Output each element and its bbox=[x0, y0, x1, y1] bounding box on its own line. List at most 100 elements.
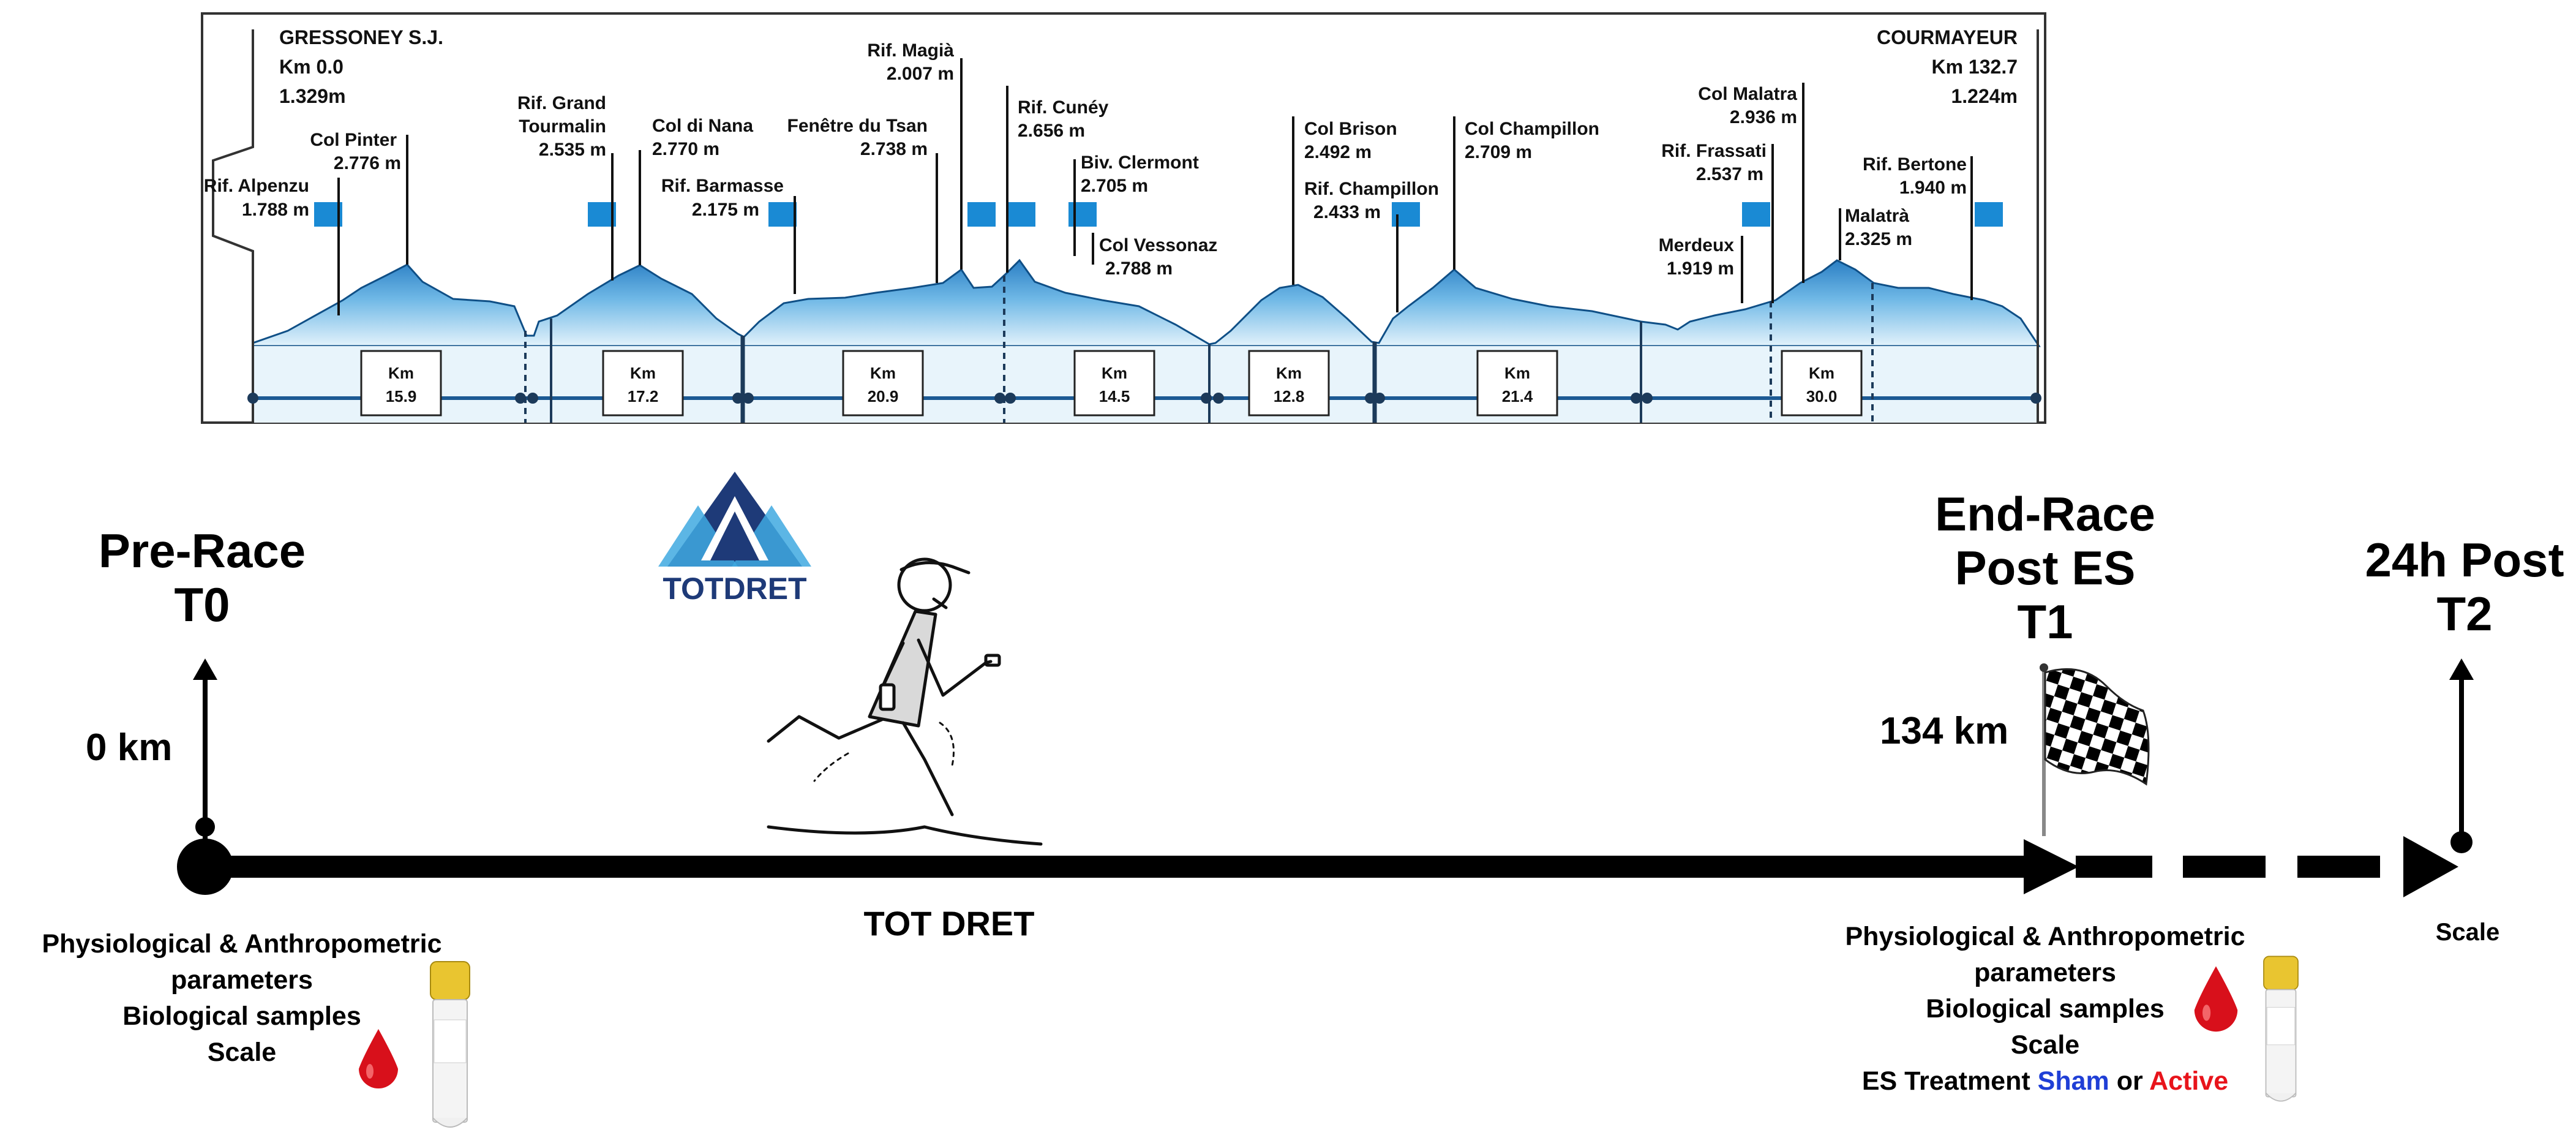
runner-figure bbox=[767, 557, 1043, 846]
segment-value: 12.8 bbox=[1274, 387, 1305, 405]
note-line: Scale bbox=[207, 1038, 277, 1067]
start-km: Km 0.0 bbox=[279, 56, 344, 78]
note-line: Biological samples bbox=[1926, 994, 2165, 1024]
t1-subtitle: Post ES bbox=[1955, 541, 2136, 595]
waypoint-name: Rif. Champillon bbox=[1304, 179, 1439, 199]
finish-name: COURMAYEUR bbox=[1877, 26, 2018, 48]
segment-boxes: Km 15.9 Km 17.2 Km 20.9 Km 14.5 Km 12.8 … bbox=[360, 350, 1863, 417]
segment-value: 21.4 bbox=[1502, 387, 1533, 405]
waypoint-name: Tourmalin bbox=[519, 116, 606, 137]
distance-finish: 134 km bbox=[1880, 710, 2009, 752]
profile-dots bbox=[247, 393, 2041, 404]
segment-value: 30.0 bbox=[1806, 387, 1838, 405]
waypoint-name: Rif. Barmasse bbox=[661, 176, 784, 196]
segment-label: Km bbox=[870, 364, 896, 382]
segment-label: Km bbox=[1809, 364, 1834, 382]
waypoint-name: Malatrà bbox=[1845, 206, 1909, 226]
blood-drop-icon bbox=[2194, 966, 2238, 1032]
note-line: Scale bbox=[2010, 1030, 2080, 1060]
waypoint-name: Col di Nana bbox=[652, 116, 753, 136]
waypoint-name: Rif. Frassati bbox=[1661, 141, 1767, 161]
waypoint-elev: 2.738 m bbox=[860, 139, 928, 159]
es-treatment-prefix: ES Treatment bbox=[1861, 1066, 2030, 1096]
waypoint-elev: 2.936 m bbox=[1730, 107, 1797, 127]
note-line: Physiological & Anthropometric bbox=[1845, 922, 2245, 951]
active-label: Active bbox=[2149, 1066, 2229, 1096]
segment-dividers bbox=[524, 276, 1874, 423]
waypoint-name: Rif. Grand bbox=[517, 93, 606, 113]
segment-label: Km bbox=[388, 364, 414, 382]
finish-km: Km 132.7 bbox=[1931, 56, 2018, 78]
waypoint-name: Col Malatra bbox=[1698, 84, 1797, 104]
sample-tube-icon bbox=[2263, 956, 2299, 1102]
waypoint-elev: 2.770 m bbox=[652, 139, 719, 159]
t0-heading: Pre-Race T0 bbox=[67, 524, 337, 632]
waypoint-name: Fenêtre du Tsan bbox=[787, 116, 928, 136]
waypoint-name: Merdeux bbox=[1659, 235, 1735, 255]
race-label: TOT DRET bbox=[863, 904, 1035, 943]
profile-mountains bbox=[252, 258, 2041, 347]
t2-up-arrowhead bbox=[2449, 658, 2474, 680]
segment-label: Km bbox=[1504, 364, 1530, 382]
start-ornament bbox=[212, 29, 254, 423]
waypoint-elev: 2.007 m bbox=[887, 64, 954, 84]
waypoint-leaders bbox=[337, 58, 1973, 315]
t0-measurements: Physiological & Anthropometric parameter… bbox=[0, 926, 484, 1071]
t2-dot bbox=[2450, 831, 2473, 853]
waypoint-name: Col Brison bbox=[1304, 119, 1397, 139]
waypoint-elev: 2.656 m bbox=[1018, 121, 1085, 141]
waypoint-elev: 2.175 m bbox=[692, 200, 759, 220]
segment-value: 14.5 bbox=[1099, 387, 1130, 405]
t2-measurements: Scale bbox=[2435, 919, 2500, 946]
waypoint-name: Biv. Clermont bbox=[1081, 153, 1199, 173]
waypoint-elev: 2.709 m bbox=[1465, 142, 1532, 162]
waypoint-name: Rif. Alpenzu bbox=[204, 176, 309, 196]
waypoint-name: Col Vessonaz bbox=[1099, 235, 1217, 255]
segment-value: 15.9 bbox=[386, 387, 417, 405]
t0-dot bbox=[177, 839, 233, 895]
recovery-dashes bbox=[2076, 856, 2380, 878]
segment-label: Km bbox=[1102, 364, 1127, 382]
sham-label: Sham bbox=[2037, 1066, 2109, 1096]
t1-measurements: Physiological & Anthropometric parameter… bbox=[1788, 919, 2302, 1099]
waypoint-elev: 2.788 m bbox=[1105, 258, 1173, 279]
note-line: Physiological & Anthropometric bbox=[42, 929, 442, 959]
totdret-logo: TOTDRET bbox=[658, 472, 811, 606]
recovery-arrow-head bbox=[2403, 836, 2458, 897]
distance-start: 0 km bbox=[86, 726, 173, 769]
waypoint-elev: 2.433 m bbox=[1313, 202, 1381, 222]
refuge-markers bbox=[314, 202, 2003, 227]
waypoint-elev: 1.788 m bbox=[242, 200, 309, 220]
note-line: parameters bbox=[171, 965, 313, 995]
finish-elev: 1.224m bbox=[1951, 85, 2018, 107]
t1-heading: End-Race Post ES T1 bbox=[1898, 487, 2192, 649]
t0-up-arrowhead bbox=[193, 658, 217, 680]
waypoint-name: Col Champillon bbox=[1465, 119, 1599, 139]
blood-drop-icon bbox=[359, 1029, 398, 1088]
segment-value: 17.2 bbox=[628, 387, 659, 405]
or-label: or bbox=[2116, 1066, 2143, 1096]
waypoint-elev: 1.919 m bbox=[1667, 258, 1734, 279]
waypoint-elev: 2.492 m bbox=[1304, 142, 1372, 162]
timeline bbox=[177, 658, 2474, 897]
t1-title: End-Race bbox=[1935, 487, 2155, 541]
sample-tube-icon bbox=[430, 961, 470, 1128]
note-line: parameters bbox=[1974, 958, 2116, 987]
race-arrow-head bbox=[2024, 839, 2079, 894]
logo-text: TOTDRET bbox=[663, 571, 806, 606]
waypoint-elev: 2.705 m bbox=[1081, 176, 1148, 196]
elevation-profile: GRESSONEY S.J. Km 0.0 1.329m COURMAYEUR … bbox=[201, 12, 2046, 424]
segment-label: Km bbox=[630, 364, 656, 382]
waypoint-elev: 2.537 m bbox=[1696, 164, 1763, 184]
t0-label: T0 bbox=[174, 578, 230, 632]
es-treatment-line: ES Treatment Sham or Active bbox=[1788, 1063, 2302, 1099]
waypoint-elev: 1.940 m bbox=[1899, 178, 1967, 198]
start-name: GRESSONEY S.J. bbox=[279, 26, 443, 48]
t2-title: 24h Post bbox=[2365, 533, 2564, 587]
t2-label: T2 bbox=[2436, 587, 2493, 641]
t0-title: Pre-Race bbox=[98, 524, 306, 578]
start-elev: 1.329m bbox=[279, 85, 346, 107]
waypoint-elev: 2.535 m bbox=[539, 140, 606, 160]
t1-label: T1 bbox=[2017, 595, 2073, 649]
note-line: Biological samples bbox=[122, 1001, 361, 1031]
